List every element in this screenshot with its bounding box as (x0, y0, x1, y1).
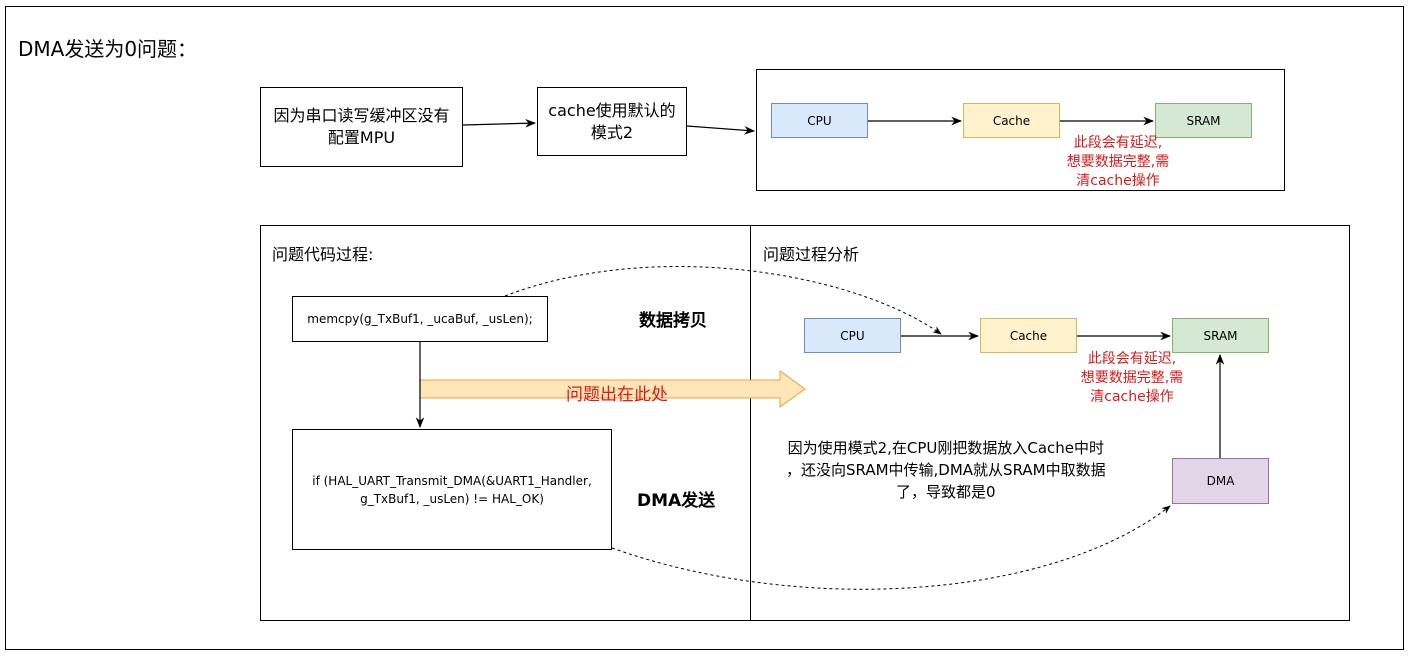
top-delay-note: 此段会有延迟, 想要数据完整,需 清cache操作 (1048, 134, 1188, 191)
analysis-delay-note: 此段会有延迟, 想要数据完整,需 清cache操作 (1062, 350, 1202, 407)
memcpy-code-text: memcpy(g_TxBuf1, _ucaBuf, _usLen); (307, 312, 533, 326)
analysis-explanation-line: 因为使用模式2,在CPU刚把数据放入Cache中时 (787, 439, 1105, 457)
cause-box-mpu-text: 因为串口读写缓冲区没有配置MPU (273, 106, 450, 147)
code-process-heading: 问题代码过程: (272, 245, 374, 264)
top-cpu-label: CPU (807, 113, 832, 128)
page-title: DMA发送为0问题： (18, 37, 198, 61)
cause-box-cache-mode: cache使用默认的模式2 (537, 87, 687, 156)
arrow-mpu-to-cache-mode (462, 118, 537, 128)
cause-box-mpu: 因为串口读写缓冲区没有配置MPU (260, 87, 463, 167)
outer-frame (5, 6, 1404, 650)
dma-transmit-code-line: g_TxBuf1, _usLen) != HAL_OK) (360, 491, 544, 506)
top-cpu-node: CPU (771, 103, 868, 138)
analysis-explanation-line: 了，导致都是0 (896, 483, 996, 501)
analysis-cpu-label: CPU (840, 328, 865, 343)
arrow-cache-mode-to-pipeline (686, 125, 756, 135)
cause-box-cache-mode-text: cache使用默认的模式2 (548, 100, 676, 142)
analysis-cpu-node: CPU (804, 318, 901, 353)
analysis-dma-node: DMA (1172, 458, 1269, 504)
analysis-dma-label: DMA (1206, 474, 1235, 488)
top-sram-label: SRAM (1186, 113, 1221, 128)
dashed-link-dma-code-to-dma (611, 505, 1171, 590)
dashed-link-memcpy-to-cache (504, 266, 942, 335)
dma-send-label: DMA发送 (637, 491, 716, 511)
top-delay-note-line: 此段会有延迟, (1073, 135, 1163, 151)
top-pipeline-frame (756, 69, 1285, 191)
analysis-heading: 问题过程分析 (763, 245, 860, 264)
problem-arrow-shape (419, 370, 806, 408)
analysis-explanation-line: ，还没向SRAM中传输,DMA就从SRAM中取数据 (786, 461, 1106, 479)
analysis-sram-node: SRAM (1172, 318, 1269, 353)
dma-transmit-code-box: if (HAL_UART_Transmit_DMA(&UART1_Handler… (292, 429, 612, 550)
memcpy-code-box: memcpy(g_TxBuf1, _ucaBuf, _usLen); (292, 296, 548, 342)
analysis-panel (750, 225, 1350, 621)
analysis-cache-label: Cache (1009, 328, 1048, 343)
top-sram-node: SRAM (1155, 103, 1252, 138)
analysis-sram-label: SRAM (1203, 328, 1238, 343)
analysis-delay-note-line: 清cache操作 (1090, 389, 1174, 405)
dma-transmit-code-line: if (HAL_UART_Transmit_DMA(&UART1_Handler… (312, 473, 592, 488)
analysis-delay-note-line: 想要数据完整,需 (1080, 370, 1184, 386)
top-delay-note-line: 清cache操作 (1076, 173, 1160, 189)
analysis-explanation: 因为使用模式2,在CPU刚把数据放入Cache中时 ，还没向SRAM中传输,DM… (786, 437, 1106, 503)
top-cache-node: Cache (963, 103, 1060, 138)
data-copy-label: 数据拷贝 (639, 311, 707, 331)
top-delay-note-line: 想要数据完整,需 (1066, 154, 1170, 170)
problem-location-label: 问题出在此处 (566, 385, 668, 405)
top-cache-label: Cache (992, 113, 1031, 128)
analysis-delay-note-line: 此段会有延迟, (1087, 351, 1177, 367)
analysis-cache-node: Cache (980, 318, 1077, 353)
